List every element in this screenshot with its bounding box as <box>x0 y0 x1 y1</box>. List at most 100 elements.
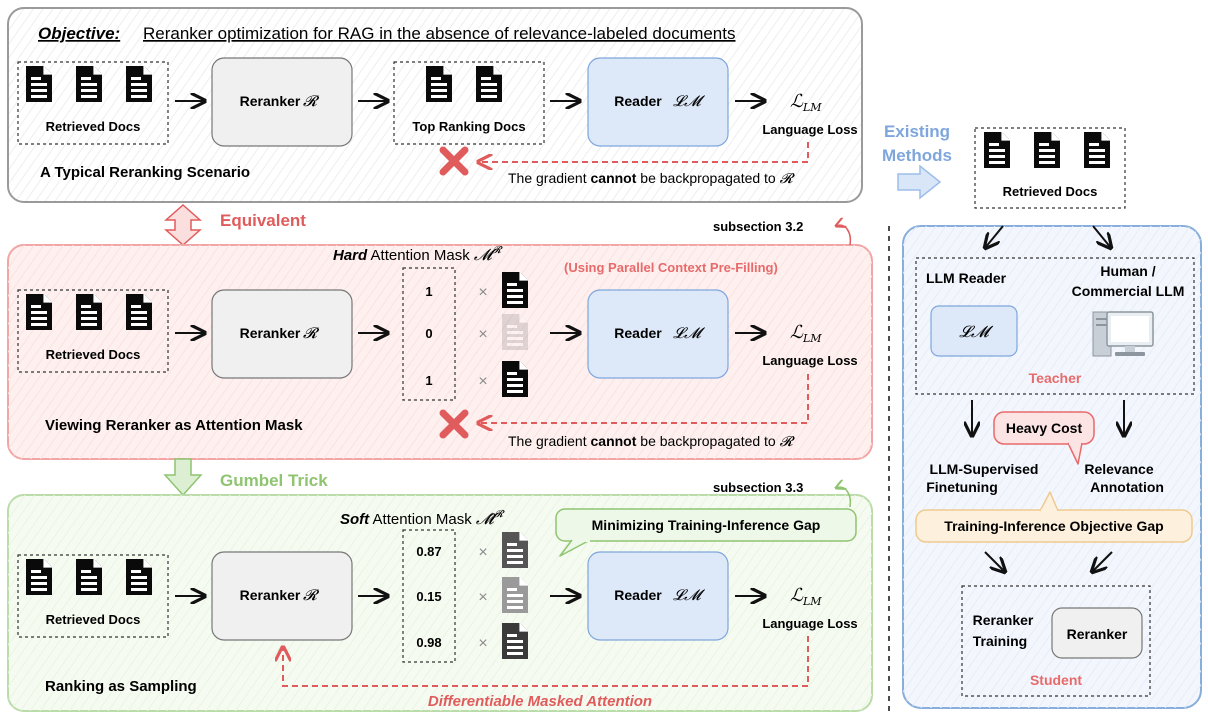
red-x-icon <box>439 409 469 439</box>
objective-prefix: Objective: <box>38 24 120 43</box>
document-icon <box>125 558 153 596</box>
right-retrieved-docs-box <box>974 127 1126 209</box>
reranker-training-line2: Training <box>973 633 1027 649</box>
panel3-title: Ranking as Sampling <box>45 678 197 695</box>
reader-symbol: 𝓛𝓜 <box>673 92 706 110</box>
hard-mask-rows: 1 × 0 × 1 × <box>425 271 529 398</box>
objective-text: Reranker optimization for RAG in the abs… <box>143 24 736 43</box>
hard-mask-values-box <box>402 267 456 401</box>
panel-attention-mask: subsection 3.2 Hard Attention Mask 𝓜𝓡 (U… <box>7 219 873 460</box>
panel2-title: Viewing Reranker as Attention Mask <box>45 417 303 434</box>
student-reranker-label: Reranker <box>1067 626 1128 642</box>
soft-mask-value: 0.87 <box>416 544 441 559</box>
subsection-3-2: subsection 3.2 <box>713 219 803 234</box>
reranker-label: Reranker <box>240 587 301 603</box>
panel1-title: A Typical Reranking Scenario <box>40 164 250 181</box>
document-icon <box>125 293 153 331</box>
teacher-label: Teacher <box>1029 370 1082 386</box>
document-icon <box>501 576 529 614</box>
multiply-icon: × <box>478 589 487 606</box>
retrieved-docs-label: Retrieved Docs <box>46 347 141 362</box>
right-retrieved-docs-label: Retrieved Docs <box>1003 184 1098 199</box>
document-icon <box>475 65 503 103</box>
student-reranker-box <box>1051 607 1143 659</box>
document-icon <box>1033 131 1061 169</box>
heavy-cost-text: Heavy Cost <box>1006 420 1083 436</box>
gradient-note: The gradient cannot be backpropagated to… <box>508 170 796 187</box>
student-box <box>961 585 1151 697</box>
panel-ranking-sampling: subsection 3.3 Soft Attention Mask 𝓜̂𝓡 M… <box>7 480 873 712</box>
multiply-icon: × <box>478 284 487 301</box>
soft-mask-value: 0.98 <box>416 635 441 650</box>
reader-box <box>587 57 729 147</box>
document-icon <box>75 293 103 331</box>
hard-mask-value: 1 <box>425 373 432 388</box>
reranker-box <box>211 551 353 641</box>
reranker-symbol: 𝓡 <box>303 324 320 342</box>
document-icon <box>425 65 453 103</box>
llm-supervised-line2: Finetuning <box>926 479 998 495</box>
soft-mask-value: 0.15 <box>416 589 441 604</box>
document-icon <box>75 558 103 596</box>
loss-symbol: ℒLM <box>790 585 822 608</box>
retrieved-docs-label: Retrieved Docs <box>46 612 141 627</box>
multiply-icon: × <box>478 326 487 343</box>
retrieved-docs-box <box>17 289 169 373</box>
language-loss-label: Language Loss <box>762 616 857 631</box>
reader-symbol: 𝓛𝓜 <box>673 586 706 604</box>
document-icon <box>501 271 529 309</box>
equivalent-label: Equivalent <box>220 211 306 230</box>
reranker-box <box>211 289 353 379</box>
soft-mask-title: Soft Attention Mask 𝓜̂𝓡 <box>340 509 505 528</box>
retrieved-docs-box <box>17 61 169 145</box>
document-icon <box>501 622 529 660</box>
reranker-box <box>211 57 353 147</box>
language-loss-label: Language Loss <box>762 122 857 137</box>
existing-methods-section: Existing Methods Retrieved Docs LLM Read… <box>882 122 1202 709</box>
gumbel-arrow <box>163 458 203 497</box>
document-icon <box>25 558 53 596</box>
hard-mask-value: 0 <box>425 326 432 341</box>
gradient-note: The gradient cannot be backpropagated to… <box>508 433 796 450</box>
teacher-box <box>915 257 1195 395</box>
relevance-line2: Annotation <box>1090 479 1164 495</box>
training-gap-text: Minimizing Training-Inference Gap <box>592 517 821 533</box>
equivalent-arrow <box>164 203 202 247</box>
existing-methods-line1: Existing <box>884 122 950 141</box>
existing-methods-line2: Methods <box>882 146 952 165</box>
panel-typical-reranking: Objective: Reranker optimization for RAG… <box>7 7 863 203</box>
language-loss-label: Language Loss <box>762 353 857 368</box>
reranker-symbol: 𝓡 <box>303 586 320 604</box>
loss-symbol: ℒLM <box>790 91 822 114</box>
hard-mask-value: 1 <box>425 284 432 299</box>
llm-reader-box <box>930 305 1018 357</box>
reranker-training-line1: Reranker <box>973 612 1034 628</box>
multiply-icon: × <box>478 544 487 561</box>
computer-icon <box>1092 311 1154 357</box>
document-icon <box>501 531 529 569</box>
reader-label: Reader <box>614 325 662 341</box>
document-icon <box>25 65 53 103</box>
document-icon <box>983 131 1011 169</box>
top-ranking-docs-box <box>393 61 545 145</box>
subsection-3-3: subsection 3.3 <box>713 480 803 495</box>
llm-reader-label: LLM Reader <box>926 270 1007 286</box>
reader-symbol: 𝓛𝓜 <box>673 324 706 342</box>
multiply-icon: × <box>478 373 487 390</box>
existing-methods-arrow <box>897 164 942 200</box>
differentiable-attention-label: Differentiable Masked Attention <box>428 693 652 710</box>
document-icon <box>501 313 529 351</box>
llm-supervised-line1: LLM-Supervised <box>930 461 1039 477</box>
retrieved-docs-box <box>17 554 169 638</box>
student-label: Student <box>1030 672 1082 688</box>
parallel-prefilling-note: (Using Parallel Context Pre-Filling) <box>564 260 778 275</box>
document-icon <box>1083 131 1111 169</box>
gumbel-label: Gumbel Trick <box>220 471 328 490</box>
reranker-symbol: 𝓡 <box>303 92 320 110</box>
document-icon <box>125 65 153 103</box>
reranker-label: Reranker <box>240 325 301 341</box>
reranker-label: Reranker <box>240 93 301 109</box>
objective-gap-bubble: Training-Inference Objective Gap <box>915 491 1193 543</box>
human-label-line2: Commercial LLM <box>1072 283 1185 299</box>
